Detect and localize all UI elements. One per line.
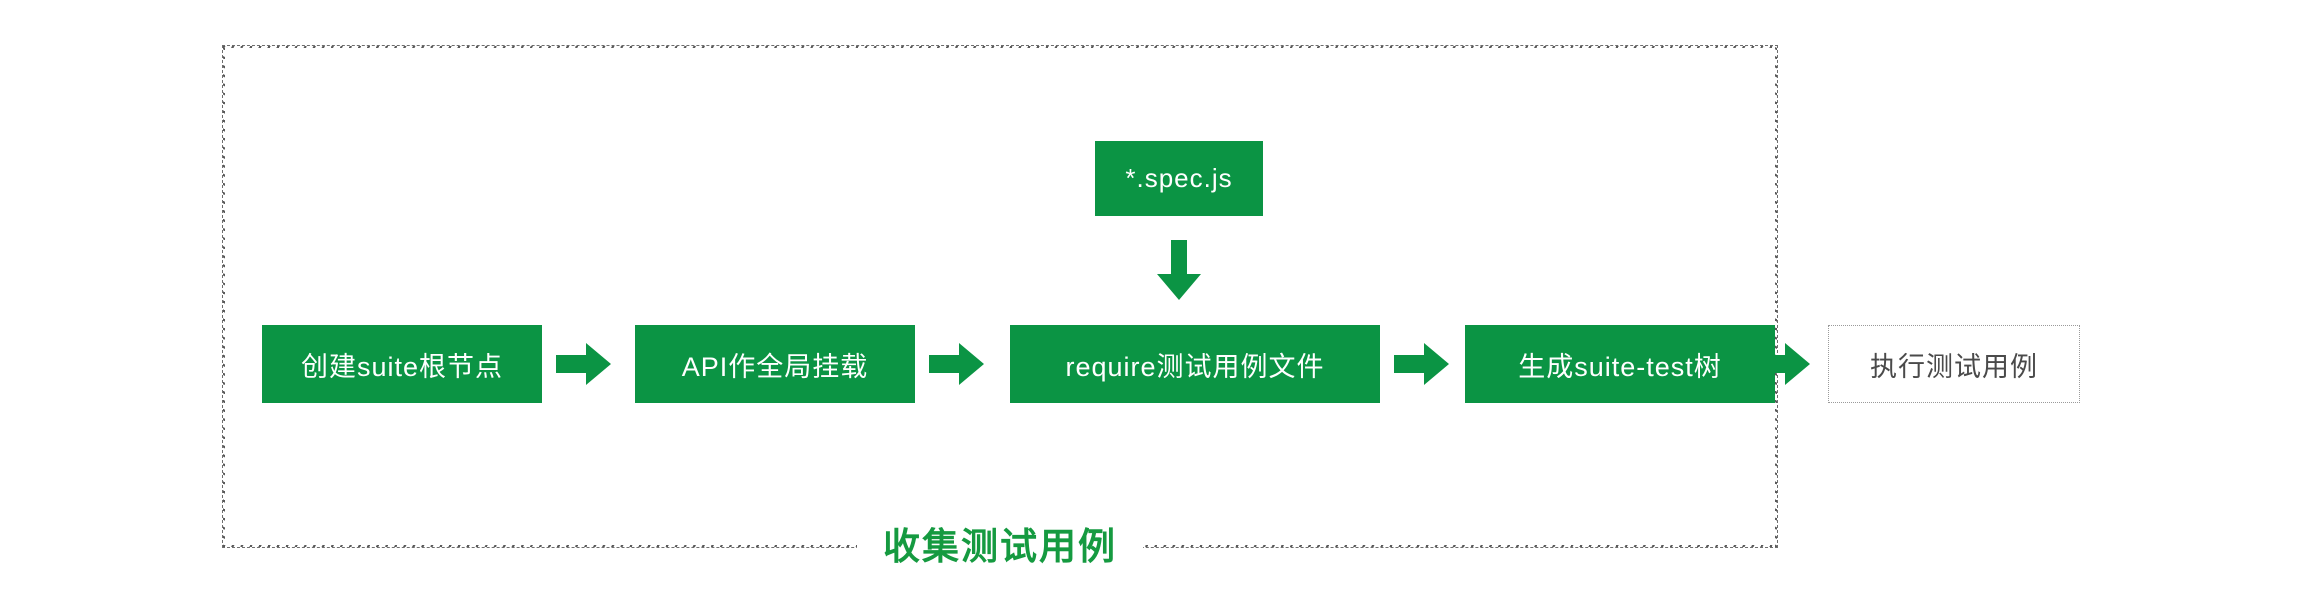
arrow-down-icon bbox=[1155, 240, 1203, 302]
arrow-right-icon-1 bbox=[556, 342, 612, 386]
node-spec-file-label: *.spec.js bbox=[1125, 163, 1233, 193]
group-border-top bbox=[223, 46, 1777, 48]
node-require-test-files-label: require测试用例文件 bbox=[1065, 351, 1325, 382]
group-border-left bbox=[223, 46, 225, 547]
collect-testcases-group: 收集测试用例 bbox=[222, 45, 1778, 574]
node-run-tests[interactable]: 执行测试用例 bbox=[1828, 325, 2080, 403]
node-generate-suite-tree[interactable]: 生成suite-test树 bbox=[1465, 325, 1775, 403]
node-api-global-mount[interactable]: API作全局挂载 bbox=[635, 325, 915, 403]
node-generate-suite-tree-label: 生成suite-test树 bbox=[1518, 351, 1722, 382]
node-create-suite-root[interactable]: 创建suite根节点 bbox=[262, 325, 542, 403]
group-caption: 收集测试用例 bbox=[857, 520, 1143, 574]
arrow-right-icon-3 bbox=[1394, 342, 1450, 386]
node-create-suite-root-label: 创建suite根节点 bbox=[300, 351, 504, 382]
arrow-right-icon-4 bbox=[1755, 342, 1811, 386]
node-run-tests-label: 执行测试用例 bbox=[1870, 351, 2038, 382]
node-api-global-mount-label: API作全局挂载 bbox=[681, 351, 869, 382]
node-spec-file[interactable]: *.spec.js bbox=[1095, 141, 1263, 216]
node-require-test-files[interactable]: require测试用例文件 bbox=[1010, 325, 1380, 403]
group-border-right bbox=[1775, 46, 1777, 547]
arrow-right-icon-2 bbox=[929, 342, 985, 386]
